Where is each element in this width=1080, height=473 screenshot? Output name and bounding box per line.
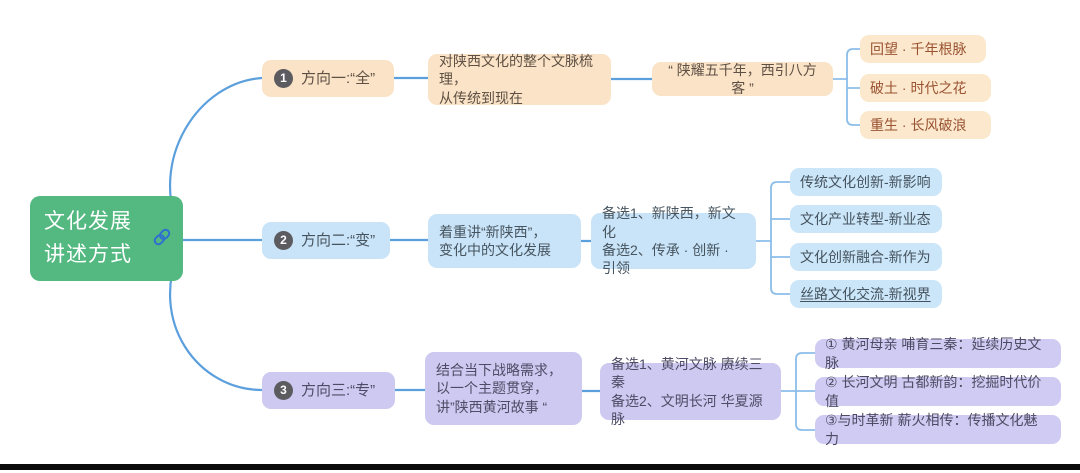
branch2-option-2: 备选2、传承 · 创新 · 引领: [602, 242, 729, 277]
branch2-options-node[interactable]: 备选1、新陕西，新文化 备选2、传承 · 创新 · 引领: [591, 205, 756, 276]
branch2-leaf-1-label: 传统文化创新-新影响: [800, 173, 931, 190]
branch3-leaf-2-label: ② 长河文明 古都新韵：挖掘时代价值: [825, 374, 1042, 409]
branch3-title-label: 方向三:“专”: [301, 381, 376, 399]
branch1-title-node[interactable]: 1 方向一:“全”: [262, 60, 394, 97]
branch3-summary-line1: 结合当下战略需求，: [436, 361, 562, 378]
branch2-number-badge: 2: [274, 231, 293, 250]
branch1-leaf-2-label: 破土 · 时代之花: [870, 79, 967, 96]
branch2-leaf-2[interactable]: 文化产业转型-新业态: [790, 205, 942, 233]
link-icon[interactable]: [151, 226, 173, 248]
branch3-option-1: 备选1、黄河文脉 赓续三秦: [611, 355, 763, 391]
branch1-number-badge: 1: [274, 69, 293, 88]
branch1-summary-line2: 从传统到现在: [439, 89, 523, 106]
branch3-summary-line3: 讲”陕西黄河故事 “: [436, 398, 548, 415]
branch2-summary-node[interactable]: 着重讲“新陕西”， 变化中的文化发展: [428, 214, 581, 268]
root-label-line2: 讲述方式: [44, 242, 132, 266]
branch1-leaf-2[interactable]: 破土 · 时代之花: [860, 74, 991, 102]
branch3-summary-node[interactable]: 结合当下战略需求， 以一个主题贯穿， 讲”陕西黄河故事 “: [425, 352, 582, 425]
branch1-title-label: 方向一:“全”: [301, 69, 376, 87]
branch2-title-label: 方向二:“变”: [301, 231, 376, 249]
branch1-summary-line1: 对陕西文化的整个文脉梳理，: [439, 52, 593, 88]
branch2-option-1: 备选1、新陕西，新文化: [602, 205, 736, 240]
branch3-title-node[interactable]: 3 方向三:“专”: [262, 372, 395, 409]
branch3-leaf-3-label: ③与时革新 薪火相传：传播文化魅力: [825, 412, 1038, 447]
branch2-summary-line1: 着重讲“新陕西”，: [439, 223, 547, 240]
branch2-summary-line2: 变化中的文化发展: [439, 242, 551, 258]
branch1-leaf-3[interactable]: 重生 · 长风破浪: [860, 111, 991, 139]
branch1-leaf-3-label: 重生 · 长风破浪: [870, 116, 967, 133]
branch1-leaf-1-label: 回望 · 千年根脉: [870, 40, 967, 57]
branch2-title-node[interactable]: 2 方向二:“变”: [262, 222, 390, 259]
branch2-leaf-2-label: 文化产业转型-新业态: [800, 210, 931, 227]
branch2-leaf-4-label: 丝路文化交流-新视界: [800, 285, 931, 302]
bottom-divider-bar: [0, 464, 1080, 470]
branch1-summary-node[interactable]: 对陕西文化的整个文脉梳理， 从传统到现在: [428, 52, 611, 106]
branch3-leaf-2[interactable]: ② 长河文明 古都新韵：挖掘时代价值: [815, 374, 1061, 409]
branch2-leaf-3-label: 文化创新融合-新作为: [800, 248, 931, 265]
branch3-option-2: 备选2、文明长河 华夏源脉: [611, 392, 763, 427]
branch3-leaf-3[interactable]: ③与时革新 薪火相传：传播文化魅力: [815, 412, 1061, 447]
branch3-leaf-1-label: ① 黄河母亲 哺育三秦：延续历史文脉: [825, 336, 1042, 371]
branch2-leaf-1[interactable]: 传统文化创新-新影响: [790, 168, 942, 196]
branch2-leaf-3[interactable]: 文化创新融合-新作为: [790, 243, 942, 271]
root-label-line1: 文化发展: [44, 209, 132, 233]
branch3-leaf-1[interactable]: ① 黄河母亲 哺育三秦：延续历史文脉: [815, 336, 1061, 371]
branch3-summary-line2: 以一个主题贯穿，: [436, 380, 548, 397]
branch1-slogan-label: “ 陕耀五千年，西引八方客 ”: [668, 61, 817, 96]
branch1-slogan-node[interactable]: “ 陕耀五千年，西引八方客 ”: [652, 62, 833, 96]
branch3-number-badge: 3: [274, 381, 293, 400]
branch1-leaf-1[interactable]: 回望 · 千年根脉: [860, 35, 986, 63]
branch3-options-node[interactable]: 备选1、黄河文脉 赓续三秦 备选2、文明长河 华夏源脉: [600, 356, 781, 427]
branch2-leaf-4[interactable]: 丝路文化交流-新视界: [790, 280, 942, 308]
root-topic[interactable]: 文化发展 讲述方式: [30, 196, 183, 281]
